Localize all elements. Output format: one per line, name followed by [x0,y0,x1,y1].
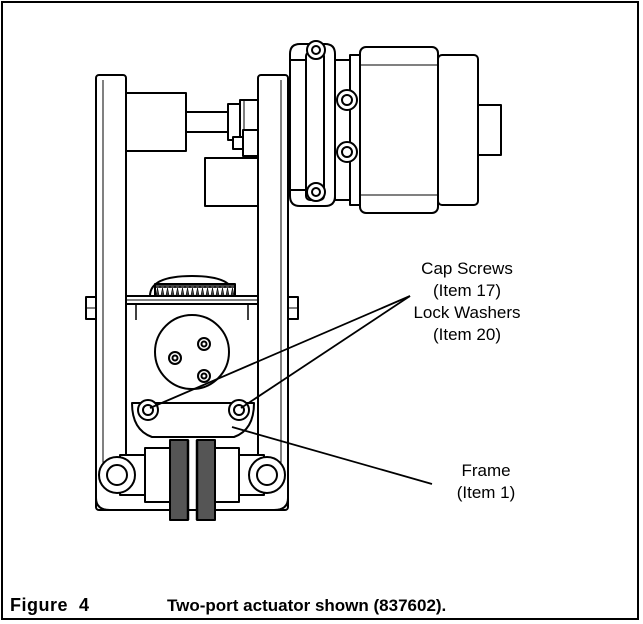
gear-housing [125,275,259,320]
figure-caption: Figure 4 Two-port actuator shown (837602… [10,595,446,619]
left-frame-plate [95,74,127,511]
lock-washers-label: Lock Washers [413,303,521,322]
right-frame-plate [257,74,289,511]
solenoid-box [204,157,259,207]
figure-description: Two-port actuator shown (837602). [167,596,447,615]
brake-pad-assembly [98,439,286,521]
leader-lines [149,295,433,485]
right-pin [287,296,299,320]
left-pin [85,296,97,320]
lock-washers-item: (Item 20) [432,325,502,344]
small-bolt [232,129,259,157]
caliper-bracket [131,399,255,438]
cap-screws-item: (Item 17) [432,281,502,300]
frame-callout: Frame (Item 1) [448,460,524,504]
frame-item: (Item 1) [456,483,516,502]
figure-number: Figure 4 [10,595,90,615]
cap-screws-label: Cap Screws [421,259,513,278]
cap-screws-callout: Cap Screws (Item 17) Lock Washers (Item … [405,258,529,346]
motor-assembly [289,40,502,214]
adjuster-hub [154,314,230,390]
frame-label: Frame [461,461,511,480]
